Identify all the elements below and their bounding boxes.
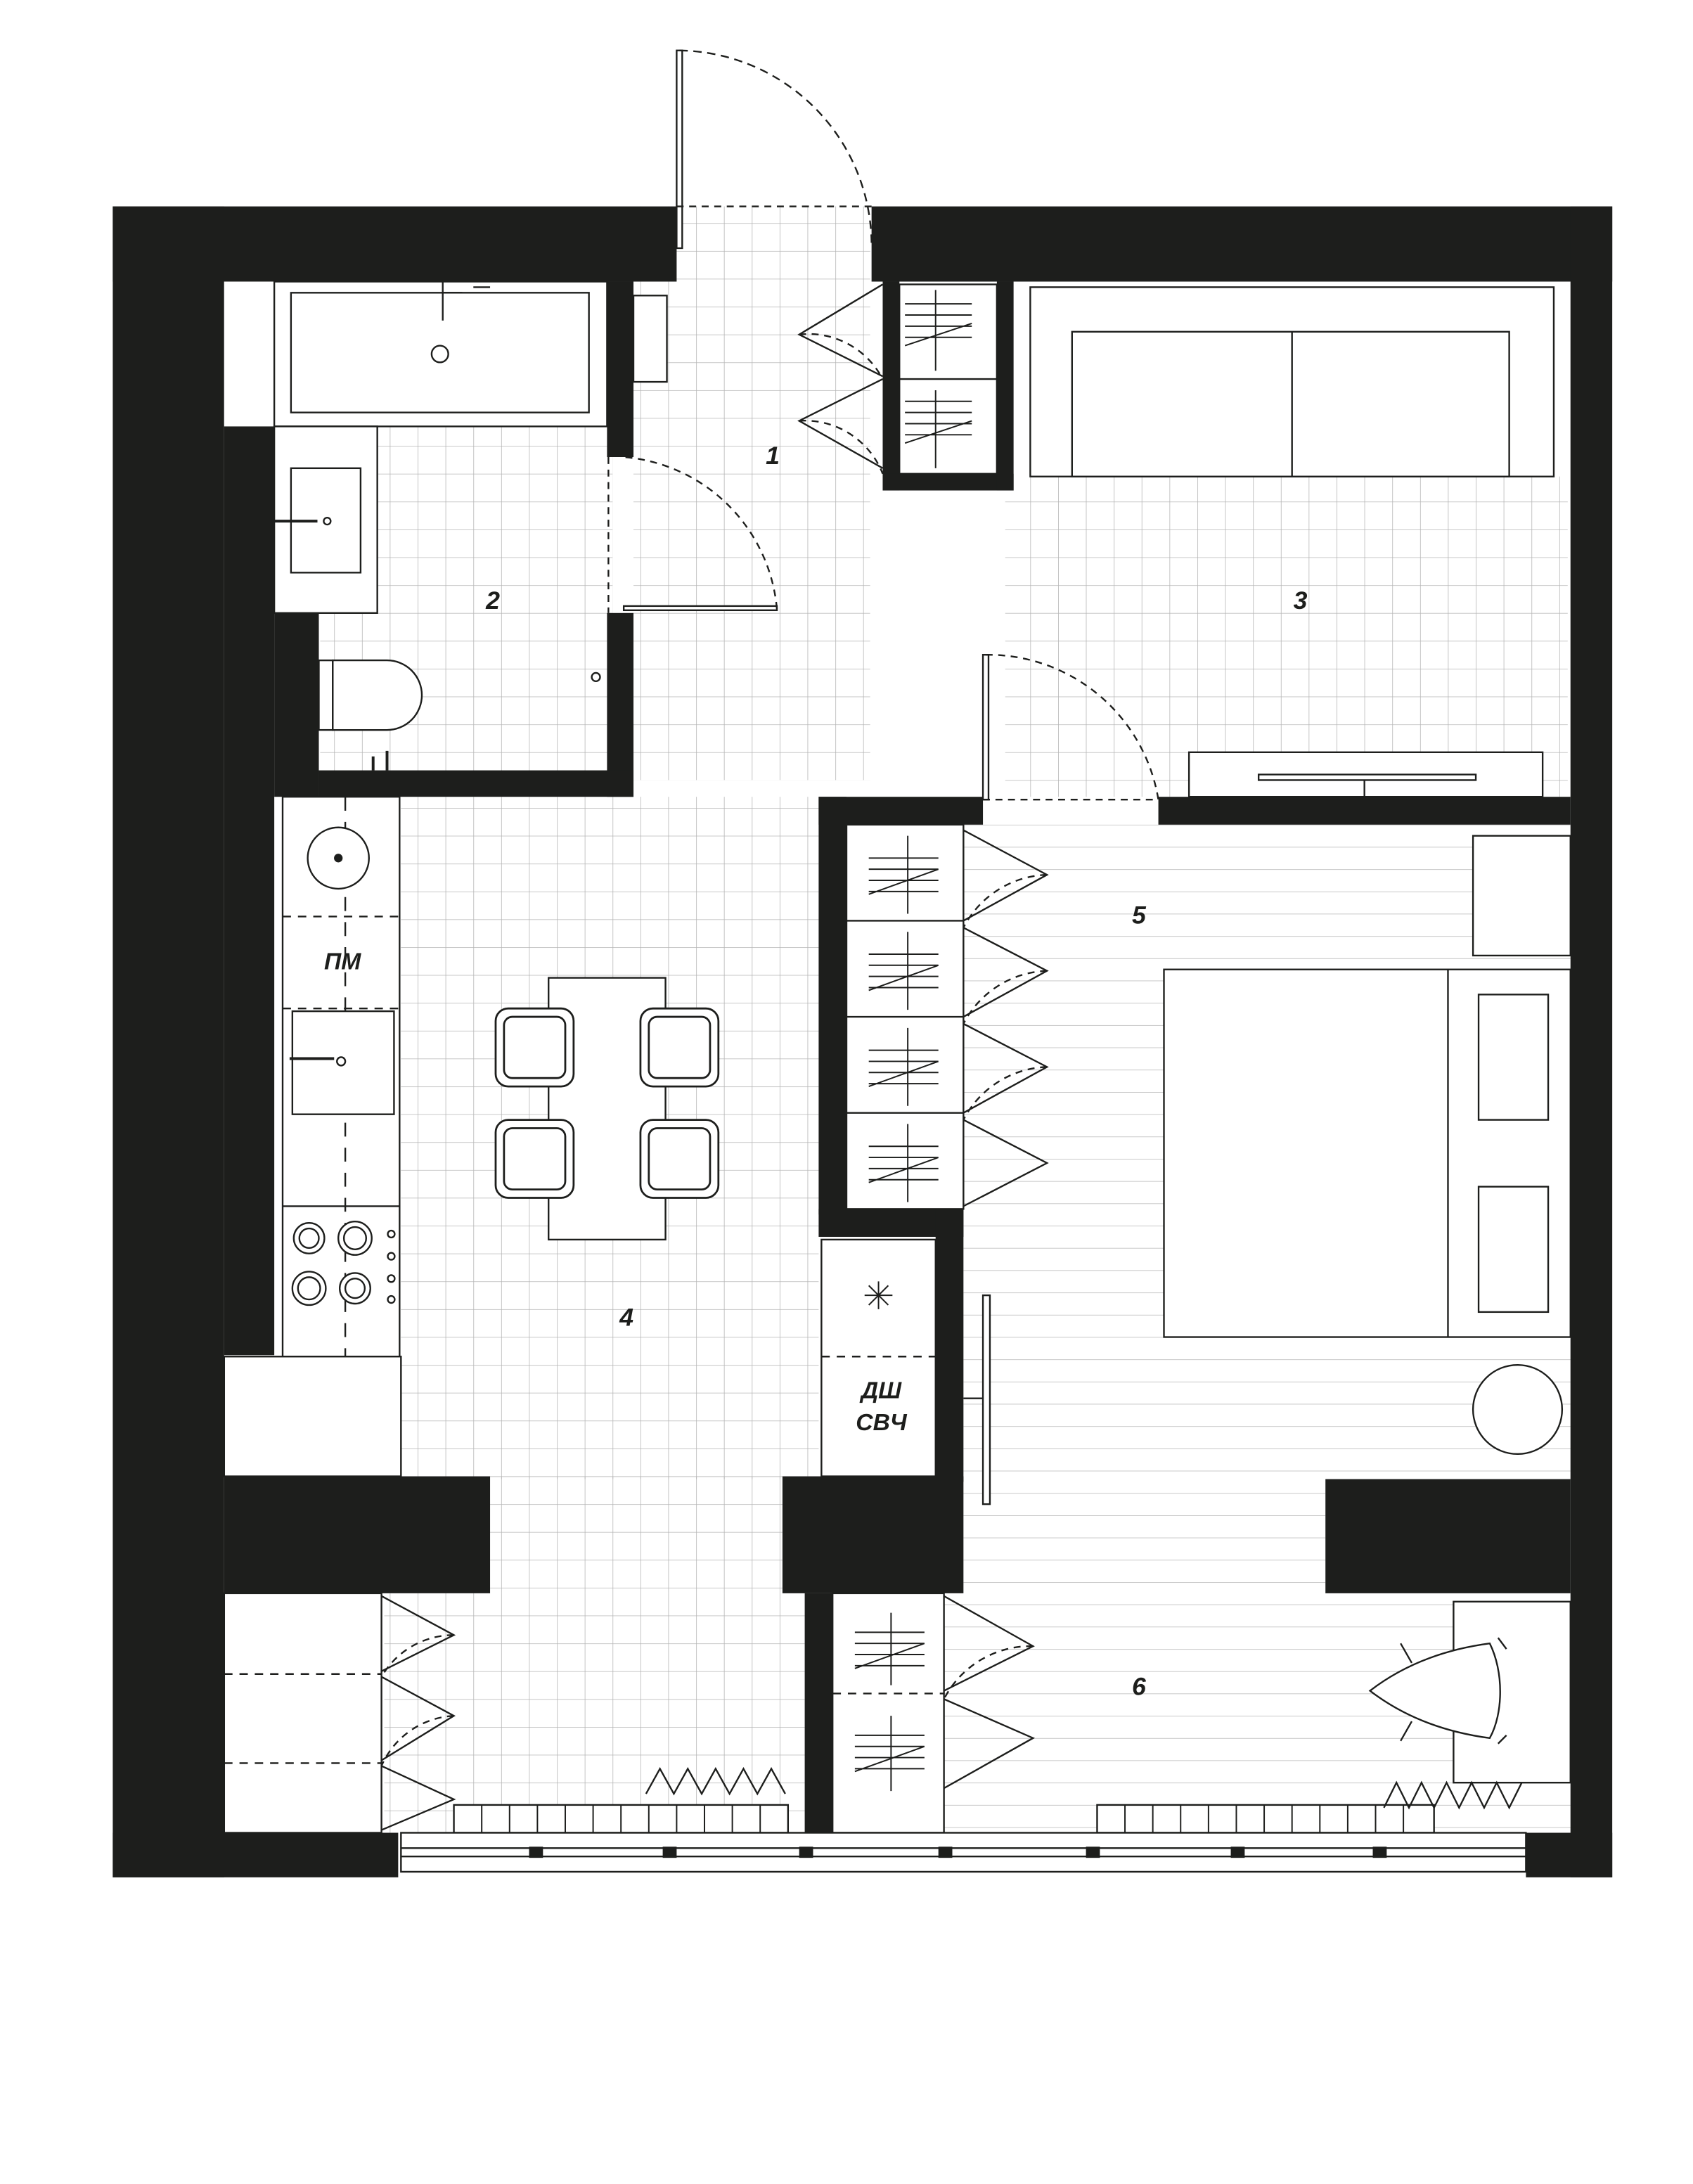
entrance-door-icon[interactable] [676,49,873,250]
label-microwave: СВЧ [856,1410,908,1436]
room-label-bedroom: 5 [1132,901,1147,929]
room-label-bathroom: 2 [485,586,500,615]
bed-icon [1163,968,1571,1338]
walls [112,206,1613,1877]
room-label-kitchen: 4 [619,1304,633,1332]
label-washing-machine: ПМ [324,949,361,975]
balcony-wardrobe-icon [832,1592,1036,1834]
fridge-icon [223,1356,402,1477]
glazing [400,1832,1527,1873]
tv-icon [1187,751,1544,798]
chair-icon [494,1007,720,1199]
ironing-board-icon [1368,1600,1571,1784]
room-label-hall: 1 [766,442,780,470]
stove-icon [291,1220,396,1306]
kitchen-sink-icon [289,1010,395,1115]
living-door-swing-icon[interactable] [981,654,1159,801]
pouf-icon [1472,1363,1564,1456]
radiator-icon [453,1804,1435,1834]
room-label-balcony: 6 [1132,1672,1146,1700]
nightstand-icon [1472,835,1571,957]
sofa-icon [1029,286,1555,477]
floor-tiles [320,206,1568,1833]
toilet-icon [318,659,423,771]
loggia-wardrobe-icon [223,1592,456,1834]
bedroom-wardrobe-icon [845,823,1049,1210]
drying-rack-icon [645,1766,1523,1810]
label-dishwasher: ДШ [859,1378,902,1404]
appliance-column [820,1238,936,1477]
mirror-icon [963,1294,991,1505]
sink-icon [273,425,378,614]
bathroom-door-swing-icon[interactable] [591,456,778,683]
hall-wardrobe-icon [797,283,998,475]
shoe-cabinet-icon [632,295,668,383]
washing-machine-icon [307,826,370,890]
room-label-living: 3 [1294,586,1308,615]
bathtub-icon [224,281,608,428]
